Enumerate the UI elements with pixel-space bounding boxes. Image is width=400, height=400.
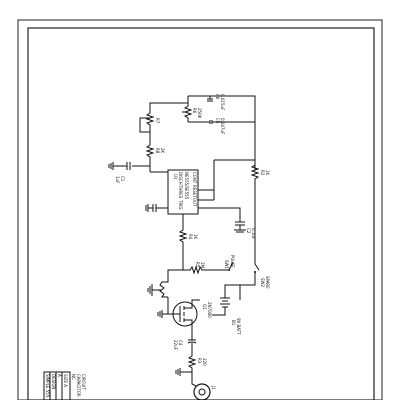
- sw1-label: PULSE: [230, 255, 235, 268]
- title-row-3: A: [57, 374, 62, 377]
- u1-pin-trig: TRIG: [178, 199, 183, 210]
- c2-value: 0.1uF: [251, 228, 256, 240]
- b1-ref: B1: [231, 320, 236, 326]
- connector-j1: J1: [191, 378, 216, 400]
- title-row-1: SIMPLE 555: [45, 374, 50, 398]
- ground-r3: [175, 368, 192, 376]
- r7-ref: R7: [155, 118, 160, 124]
- u1-pin-thres: THRES: [178, 184, 183, 199]
- ic-u1: U1 NE555/SE555 TRIG THRES DISCH CONT RES…: [149, 159, 255, 215]
- transistor-q1: Q1 2N7000: [167, 297, 212, 332]
- side-text-1: NC: [71, 374, 76, 380]
- r8-value: 2K: [160, 148, 165, 154]
- ground-q1: [157, 310, 168, 318]
- battery-b1: B1 9V BATT: [212, 284, 241, 335]
- u1-pin-reset: RESET: [192, 185, 197, 198]
- q1-ref: Q1: [202, 304, 207, 310]
- sw2-ref: SW2: [260, 278, 265, 287]
- r6-ref: R6: [192, 108, 197, 114]
- capacitor-c6: C6 0.015uF: [207, 94, 225, 111]
- j1-ref: J1: [211, 385, 216, 390]
- u1-pin-out: OUT: [192, 198, 197, 207]
- resistor-r3: R3 220: [187, 352, 207, 378]
- switch-sw1: SW1 PULSE: [224, 255, 235, 271]
- title-row-4: SIZE A: [63, 374, 68, 387]
- resistor-r6: R6 250K: [182, 95, 202, 122]
- r4-ref: R4: [188, 234, 193, 240]
- r5-value: 1M: [200, 262, 205, 269]
- c6-value: 0.015uF: [220, 94, 225, 111]
- capacitor-c1: C1 1uF: [108, 162, 150, 184]
- resistor-r8: R8 2K: [145, 140, 165, 166]
- side-text-2: CAPACITOR: [76, 374, 81, 397]
- c1-ref: C1: [120, 176, 125, 182]
- inner-frame: [27, 27, 375, 400]
- capacitor-c5: C5 0.047uF: [188, 118, 255, 135]
- title-block: SIMPLE 555 DESIGN A SIZE A NC CAPACITOR …: [43, 371, 86, 400]
- u1-ref: U1: [173, 174, 178, 180]
- c4-value: 22uF: [173, 340, 178, 351]
- r6-value: 250K: [197, 108, 202, 119]
- u1-pin-disch: DISCH: [178, 172, 183, 185]
- c5-value: 0.047uF: [220, 118, 225, 135]
- r8-ref: R8: [155, 148, 160, 154]
- title-row-2: DESIGN: [51, 374, 56, 389]
- ground-left: [147, 269, 183, 298]
- capacitor-c2: C2 0.1uF: [198, 207, 256, 240]
- b1-value: 9V BATT: [236, 318, 241, 335]
- u1-name: NE555/SE555: [184, 172, 189, 200]
- capacitor-c4: C4 22uF: [173, 332, 197, 352]
- resistor-r7: R7: [139, 108, 160, 140]
- sw1-ref: SW1: [224, 260, 229, 269]
- r2-ref: R2: [260, 170, 265, 176]
- c2-ref: C2: [246, 228, 251, 234]
- r3-value: 220: [202, 358, 207, 366]
- timing-network: R6 250K C6 0.015uF C5 0.047uF R7: [139, 94, 256, 170]
- capacitor-c3: [145, 204, 168, 212]
- side-text-3: CIRCUIT: [81, 374, 86, 390]
- sw2-label: SPARE: [265, 276, 270, 289]
- u1-pin-cont: CONT: [192, 172, 197, 184]
- switch-sw2: SW2 SPARE: [239, 250, 270, 300]
- r2-value: 1K: [265, 170, 270, 176]
- c1-value: 1uF: [115, 176, 120, 184]
- q1-value: 2N7000: [207, 302, 212, 318]
- outer-frame: [17, 19, 383, 400]
- r5-ref: R5: [195, 262, 200, 268]
- r3-ref: R3: [197, 358, 202, 364]
- resistor-r4: R4 1K: [178, 214, 198, 270]
- resistor-r5: R5 1M: [183, 262, 225, 275]
- resistor-r2: R2 1K: [250, 160, 270, 200]
- c4-ref: C4: [178, 340, 183, 346]
- r4-value: 1K: [193, 234, 198, 240]
- c6-ref: C6: [215, 94, 220, 100]
- c5-ref: C5: [215, 118, 220, 124]
